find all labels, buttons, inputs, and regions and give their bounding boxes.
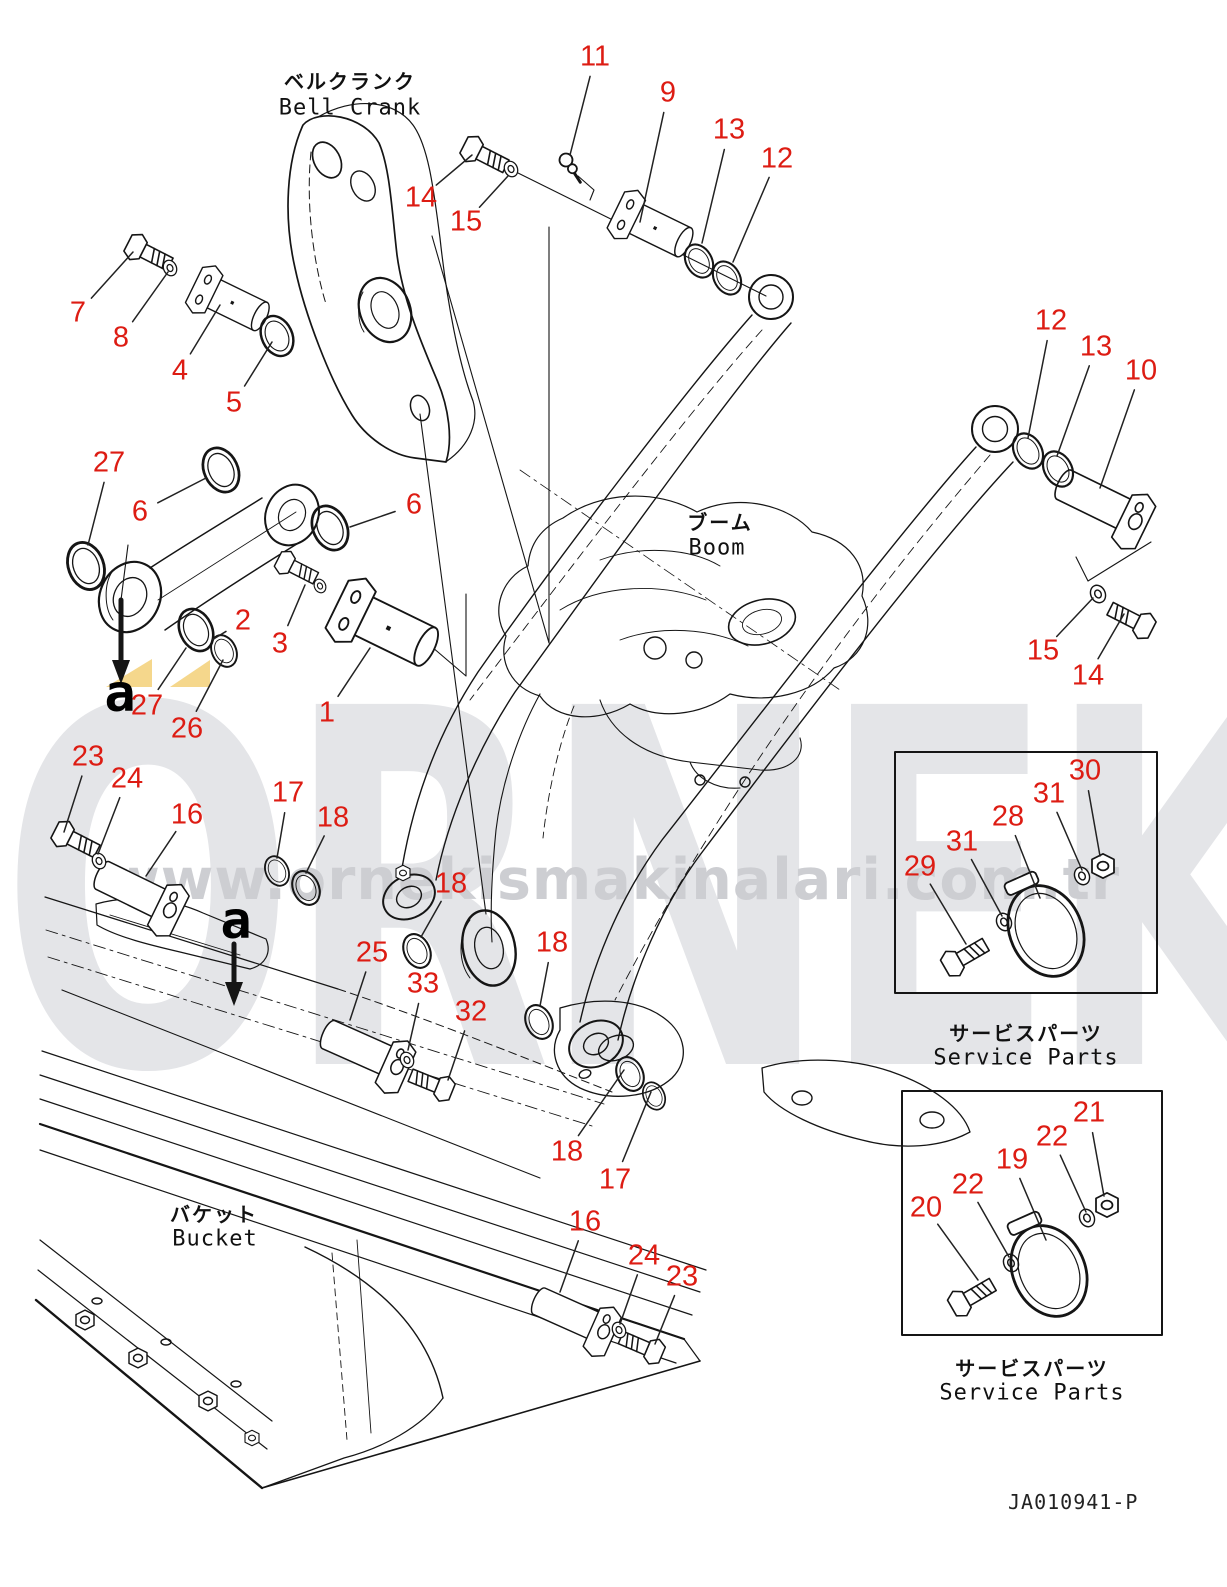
callout-17: 17 bbox=[598, 1163, 632, 1196]
callout-9: 9 bbox=[659, 76, 677, 109]
callout-27: 27 bbox=[92, 446, 126, 479]
bucket-label-en: Bucket bbox=[172, 1226, 258, 1252]
callout-21: 21 bbox=[1072, 1096, 1106, 1129]
service-parts-2-label-en: Service Parts bbox=[939, 1380, 1125, 1406]
callout-1: 1 bbox=[318, 696, 336, 729]
callout-29: 29 bbox=[903, 850, 937, 883]
callout-23: 23 bbox=[665, 1260, 699, 1293]
bucket-label-jp: バケット bbox=[170, 1202, 258, 1227]
callout-12: 12 bbox=[760, 142, 794, 175]
callout-14: 14 bbox=[1071, 659, 1105, 692]
section-pointer-lines bbox=[61, 171, 1152, 1179]
callout-6: 6 bbox=[405, 488, 423, 521]
callout-12: 12 bbox=[1034, 304, 1068, 337]
callout-20: 20 bbox=[909, 1191, 943, 1224]
bell-crank-label-jp: ベルクランク bbox=[284, 69, 416, 94]
callout-leader-lines bbox=[63, 75, 1136, 1345]
callout-27: 27 bbox=[130, 689, 164, 722]
callout-19: 19 bbox=[995, 1143, 1029, 1176]
callout-4: 4 bbox=[171, 354, 189, 387]
callout-2: 2 bbox=[234, 604, 252, 637]
callout-18: 18 bbox=[316, 801, 350, 834]
view-marker-a-lower: a bbox=[220, 891, 252, 951]
service-parts-1-label-en: Service Parts bbox=[933, 1045, 1119, 1071]
boom-label-en: Boom bbox=[688, 535, 746, 561]
callout-15: 15 bbox=[1026, 634, 1060, 667]
callout-6: 6 bbox=[131, 495, 149, 528]
callout-7: 7 bbox=[69, 296, 87, 329]
callout-33: 33 bbox=[406, 967, 440, 1000]
service-parts-box-1 bbox=[894, 751, 1158, 994]
callout-16: 16 bbox=[568, 1205, 602, 1238]
watermark-url: www.ornekismakinalari.com.tr bbox=[107, 847, 1120, 913]
callout-22: 22 bbox=[951, 1168, 985, 1201]
service-parts-box-2 bbox=[901, 1090, 1163, 1336]
callout-18: 18 bbox=[434, 867, 468, 900]
callout-16: 16 bbox=[170, 798, 204, 831]
callout-22: 22 bbox=[1035, 1120, 1069, 1153]
callout-28: 28 bbox=[991, 800, 1025, 833]
callout-23: 23 bbox=[71, 740, 105, 773]
callout-24: 24 bbox=[627, 1239, 661, 1272]
callout-15: 15 bbox=[449, 205, 483, 238]
service-parts-1-label-jp: サービスパーツ bbox=[949, 1021, 1103, 1046]
callout-31: 31 bbox=[1032, 777, 1066, 810]
callout-18: 18 bbox=[535, 926, 569, 959]
callout-31: 31 bbox=[945, 825, 979, 858]
boom-arms-drawing bbox=[382, 274, 1019, 1069]
callout-18: 18 bbox=[550, 1135, 584, 1168]
callout-10: 10 bbox=[1124, 354, 1158, 387]
view-marker-arrows bbox=[112, 544, 243, 1006]
callout-11: 11 bbox=[579, 40, 611, 73]
callout-8: 8 bbox=[112, 321, 130, 354]
callout-32: 32 bbox=[454, 995, 488, 1028]
boom-hub-drawing bbox=[460, 469, 869, 987]
callout-3: 3 bbox=[271, 627, 289, 660]
drawing-number: JA010941-P bbox=[1008, 1490, 1139, 1514]
bell-crank-label-en: Bell Crank bbox=[278, 95, 422, 121]
callout-30: 30 bbox=[1068, 754, 1102, 787]
callout-25: 25 bbox=[355, 936, 389, 969]
callout-24: 24 bbox=[110, 762, 144, 795]
callout-17: 17 bbox=[271, 776, 305, 809]
highlight-triangles bbox=[106, 659, 210, 687]
callout-5: 5 bbox=[225, 386, 243, 419]
service-parts-2-label-jp: サービスパーツ bbox=[955, 1356, 1109, 1381]
bucket-drawing bbox=[34, 896, 971, 1490]
boom-label-jp: ブーム bbox=[687, 510, 753, 535]
bell-crank-drawing bbox=[287, 102, 476, 463]
callout-13: 13 bbox=[1079, 330, 1113, 363]
callout-26: 26 bbox=[170, 712, 204, 745]
callout-14: 14 bbox=[404, 181, 438, 214]
view-marker-a-upper: a bbox=[104, 664, 136, 724]
callout-13: 13 bbox=[712, 113, 746, 146]
